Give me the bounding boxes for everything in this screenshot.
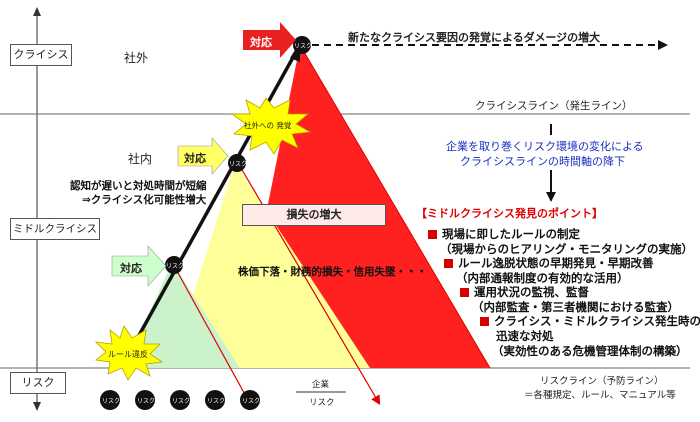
zone-inside-label: 社内: [128, 152, 153, 166]
level-crisis: クライシス: [10, 44, 72, 66]
external-occurrence-burst: [230, 97, 312, 155]
risk-bottom-label-1: リスク: [102, 398, 121, 405]
external-occurrence-label: 社外への 発覚: [244, 121, 292, 130]
risk-node-top: [293, 36, 311, 54]
environment-line2: クライシスラインの時間軸の降下: [460, 155, 625, 168]
level-middle-crisis: ミドルクライシス: [10, 218, 100, 240]
taiou-label-top: 対応: [250, 36, 272, 49]
point-4-sub2: （実効性のある危機管理体制の構築）: [492, 344, 688, 358]
crisis-line-label: クライシスライン（発生ライン）: [475, 100, 633, 112]
risk-node-bottom-2: [135, 390, 155, 410]
point-bullet-1: [428, 230, 437, 239]
risk-node-bottom-4: [205, 390, 225, 410]
risk-node-lower: [165, 256, 183, 274]
points-heading: 【ミドルクライシス発見のポイント】: [416, 207, 603, 220]
risk-bottom-label-5: リスク: [242, 398, 261, 405]
point-4-main: クライシス・ミドルクライシス発生時の: [494, 314, 700, 328]
point-3-main: 運用状況の監視、監督: [474, 285, 589, 299]
point-bullet-4: [480, 317, 489, 326]
point-2-sub: （内部通報制度の有効的な活用）: [456, 271, 629, 285]
point-bullet-2: [444, 259, 453, 268]
risk-bottom-label-3: リスク: [172, 398, 191, 405]
loss-increase-box: 損失の増大: [242, 204, 386, 226]
zone-outside-label: 社外: [124, 51, 149, 65]
late-recognition-line2: ⇒クライシス化可能性増大: [82, 194, 207, 206]
taiou-arrow-low: [111, 245, 167, 287]
green-zone: [125, 262, 240, 368]
rule-violation-burst: [94, 325, 164, 381]
yellow-zone: [170, 163, 370, 368]
risk-node-bottom-1: [100, 390, 120, 410]
point-1-main: 現場に即したルールの制定: [442, 227, 580, 241]
risk-node-bottom-5: [240, 390, 260, 410]
stock-drop-text: 株価下落・財務的損失・信用失墜・・・: [238, 266, 427, 278]
taiou-label-low: 対応: [120, 262, 142, 275]
risk-node-top-label: リスク: [294, 43, 313, 50]
point-3-sub: （内部監査・第三者機関における監査）: [472, 300, 679, 314]
risk-node-lower-label: リスク: [166, 263, 185, 270]
point-2-main: ルール逸脱状態の早期発見・早期改善: [458, 256, 654, 270]
point-4-sub: 迅速な対処: [496, 329, 554, 343]
environment-line1: 企業を取り巻くリスク環境の変化による: [446, 140, 644, 153]
taiou-arrow-top: [243, 22, 296, 58]
new-crisis-text: 新たなクライシス要因の発覚によるダメージの増大: [348, 31, 601, 44]
taiou-label-mid: 対応: [184, 152, 206, 165]
risk-bottom-label-4: リスク: [207, 398, 226, 405]
risk-node-upper: [228, 154, 246, 172]
point-1-sub: （現場からのヒアリング・モニタリングの実施）: [440, 242, 693, 256]
risk-line-label: リスクライン（予防ライン）: [540, 376, 664, 387]
point-bullet-3: [460, 288, 469, 297]
rule-violation-label: ルール違反: [108, 350, 148, 359]
axis-risk-label: リスク: [309, 398, 335, 408]
level-risk: リスク: [10, 372, 66, 394]
axis-company-label: 企業: [312, 380, 330, 390]
risk-node-upper-label: リスク: [229, 161, 248, 168]
late-recognition-line1: 認知が遅いと対処時間が短縮: [70, 180, 207, 192]
taiou-arrow-mid: [177, 137, 229, 175]
risk-bottom-label-2: リスク: [137, 398, 156, 405]
risk-node-bottom-3: [170, 390, 190, 410]
risk-line-note: ＝各種規定、ルール、マニュアル等: [524, 390, 676, 401]
